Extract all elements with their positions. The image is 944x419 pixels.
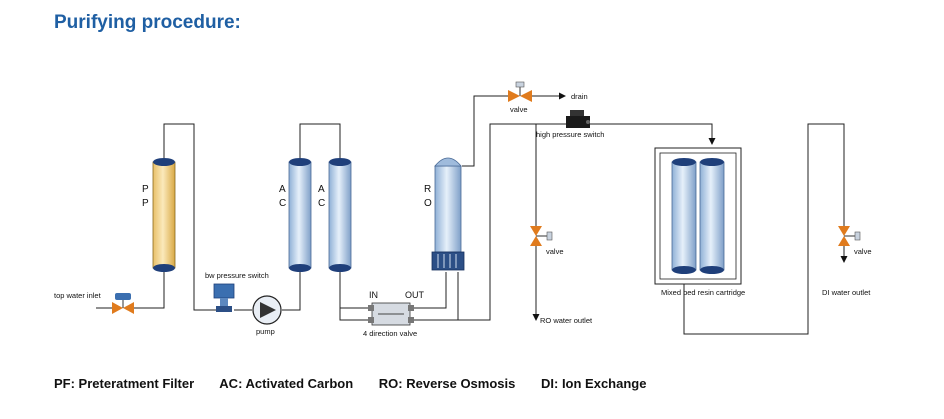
legend: PF: Preteratment Filter AC: Activated Ca… — [54, 376, 668, 391]
four-way-valve — [368, 302, 414, 326]
tap-water-inlet-label: top water inlet — [54, 291, 102, 300]
mixed-bed-frame — [654, 147, 742, 285]
drain-label: drain — [571, 92, 588, 101]
page-title: Purifying procedure: — [54, 12, 241, 33]
ac-filter-2 — [328, 158, 352, 272]
ro-letter-2: O — [424, 198, 432, 209]
legend-di: DI: Ion Exchange — [541, 376, 647, 391]
pump-label: pump — [256, 327, 275, 336]
pp-letter-2: P — [142, 198, 149, 209]
drain-valve — [508, 81, 532, 102]
ac-letter-1b: C — [279, 198, 286, 209]
ac-filter-1 — [288, 158, 312, 272]
di-valve-label: valve — [854, 247, 872, 256]
ro-water-outlet-label: RO water outlet — [540, 316, 593, 325]
mixed-bed-label: Mixed bed resin cartridge — [661, 288, 745, 297]
legend-ro: RO: Reverse Osmosis — [378, 376, 516, 391]
legend-pf: PF: Preteratment Filter — [54, 376, 195, 391]
mixed-bed-cartridge-1 — [671, 158, 697, 274]
di-outlet-valve — [838, 226, 861, 246]
inlet-valve — [112, 293, 134, 314]
legend-ac: AC: Activated Carbon — [219, 376, 354, 391]
pp-filter — [152, 158, 176, 272]
ro-outlet-valve — [530, 226, 553, 246]
low-pressure-switch-label: bw pressure switch — [205, 271, 269, 280]
ro-letter-1: R — [424, 184, 431, 195]
ro-valve-label: valve — [546, 247, 564, 256]
ac-letter-2b: C — [318, 198, 325, 209]
mixed-bed-cartridge-2 — [699, 158, 725, 274]
di-water-outlet-label: DI water outlet — [822, 288, 871, 297]
in-label: IN — [369, 290, 378, 300]
low-pressure-switch — [213, 283, 235, 312]
ac-letter-1a: A — [279, 184, 286, 195]
high-pressure-switch — [566, 110, 590, 128]
pump — [252, 295, 282, 325]
high-pressure-switch-label: high pressure switch — [536, 130, 604, 139]
drain-valve-label: valve — [510, 105, 528, 114]
out-label: OUT — [405, 290, 425, 300]
ro-membrane — [431, 157, 465, 271]
pp-letter-1: P — [142, 184, 149, 195]
pipe-network — [96, 92, 848, 335]
four-way-valve-label: 4 direction valve — [363, 329, 417, 338]
ac-letter-2a: A — [318, 184, 325, 195]
